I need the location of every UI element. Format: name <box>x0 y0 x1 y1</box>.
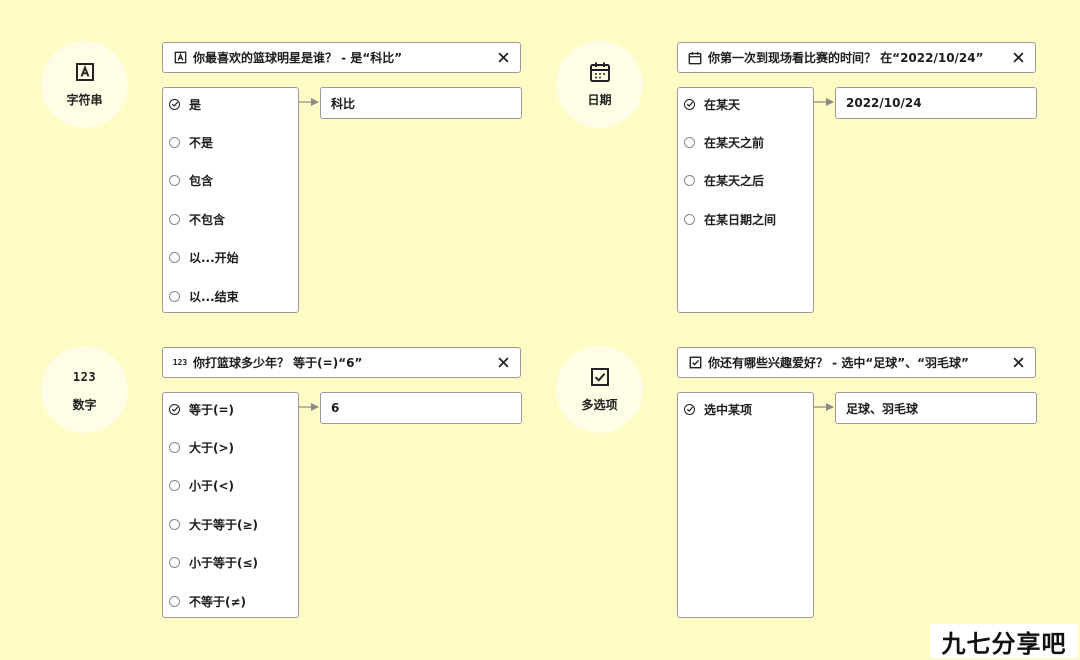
date-condition-group: 日期 你第一次到现场看比赛的时间？ 在“2022/10/24” 在某天在某天之前… <box>515 0 1037 313</box>
radio-checked-icon[interactable] <box>169 98 180 110</box>
radio-icon[interactable] <box>169 213 180 225</box>
numbers-icon: 123 <box>172 358 188 367</box>
operator-list: 在某天在某天之前在某天之后在某日期之间 <box>677 87 814 313</box>
operator-label: 大于等于(≥) <box>189 517 259 532</box>
operator-label: 不等于(≠) <box>189 594 247 609</box>
close-icon[interactable] <box>1011 356 1025 370</box>
operator-list: 等于(=) 大于(>) 小于(<) 大于等于(≥) 小于等于(≤) 不等于(≠) <box>162 392 299 618</box>
calendar-icon <box>688 51 702 65</box>
operator-option[interactable]: 在某天之后 <box>684 171 764 191</box>
multi-select-condition-group: 多选项 你还有哪些兴趣爱好？ - 选中“足球”、“羽毛球” 选中某项 足球、羽毛… <box>515 305 1037 618</box>
radio-icon[interactable] <box>169 557 180 569</box>
checkbox-icon <box>688 356 702 370</box>
operator-label: 大于(>) <box>189 440 235 455</box>
close-icon[interactable] <box>496 51 510 65</box>
question-bar[interactable]: 123 你打篮球多少年？ 等于(=)“6” <box>162 347 521 378</box>
number-type-badge: 123 数字 <box>41 346 128 433</box>
operator-option[interactable]: 不等于(≠) <box>169 591 246 611</box>
radio-checked-icon[interactable] <box>684 403 695 415</box>
numbers-icon: 123 <box>72 370 97 384</box>
operator-label: 在某天之前 <box>704 135 765 150</box>
string-type-badge: 字符串 <box>41 41 128 128</box>
type-label: 多选项 <box>581 398 618 412</box>
radio-checked-icon[interactable] <box>169 403 180 415</box>
close-icon[interactable] <box>496 356 510 370</box>
radio-icon[interactable] <box>169 441 180 453</box>
arrow-icon <box>814 98 834 106</box>
radio-icon[interactable] <box>169 480 180 492</box>
text-box-a-icon <box>173 51 187 65</box>
multi-type-badge: 多选项 <box>556 346 643 433</box>
radio-icon[interactable] <box>169 136 180 148</box>
question-text: 你第一次到现场看比赛的时间？ 在“2022/10/24” <box>708 51 984 65</box>
operator-label: 小于(<) <box>189 479 235 494</box>
operator-label: 在某日期之间 <box>704 212 777 227</box>
operator-option[interactable]: 大于(>) <box>169 437 234 457</box>
operator-option[interactable]: 小于(<) <box>169 476 234 496</box>
operator-label: 不是 <box>189 135 214 150</box>
close-icon[interactable] <box>1011 51 1025 65</box>
operator-label: 以...开始 <box>189 251 239 266</box>
radio-icon[interactable] <box>169 595 180 607</box>
radio-icon[interactable] <box>684 175 695 187</box>
operator-option[interactable]: 是 <box>169 94 201 114</box>
value-input[interactable]: 足球、羽毛球 <box>835 392 1037 424</box>
arrow-icon <box>299 403 319 411</box>
type-label: 字符串 <box>66 93 103 107</box>
type-label: 日期 <box>587 93 612 107</box>
operator-list: 是不是包含不包含以...开始以...结束 <box>162 87 299 313</box>
radio-icon[interactable] <box>684 136 695 148</box>
operator-label: 等于(=) <box>189 402 235 417</box>
operator-label: 在某天 <box>704 97 741 112</box>
text-box-a-icon <box>74 61 96 83</box>
question-text: 你还有哪些兴趣爱好？ - 选中“足球”、“羽毛球” <box>708 356 969 370</box>
operator-option[interactable]: 包含 <box>169 171 213 191</box>
radio-icon[interactable] <box>169 175 180 187</box>
operator-label: 以...结束 <box>189 289 239 304</box>
operator-option[interactable]: 在某天之前 <box>684 132 764 152</box>
operator-option[interactable]: 不包含 <box>169 209 225 229</box>
operator-label: 包含 <box>189 174 214 189</box>
type-label: 数字 <box>72 398 97 412</box>
radio-icon[interactable] <box>169 518 180 530</box>
operator-label: 是 <box>189 97 202 112</box>
question-text: 你最喜欢的篮球明星是谁？ - 是“科比” <box>193 51 403 65</box>
watermark-logo: 九七分享吧 <box>930 624 1078 658</box>
operator-option[interactable]: 大于等于(≥) <box>169 514 258 534</box>
operator-option[interactable]: 不是 <box>169 132 213 152</box>
operator-label: 小于等于(≤) <box>189 556 259 571</box>
string-condition-group: 字符串 你最喜欢的篮球明星是谁？ - 是“科比” 是不是包含不包含以...开始以… <box>0 0 522 313</box>
checkbox-icon <box>589 366 611 388</box>
operator-list: 选中某项 <box>677 392 814 618</box>
question-text: 你打篮球多少年？ 等于(=)“6” <box>193 356 363 370</box>
radio-icon[interactable] <box>684 213 695 225</box>
operator-label: 在某天之后 <box>704 174 765 189</box>
radio-icon[interactable] <box>169 290 180 302</box>
operator-option[interactable]: 选中某项 <box>684 399 752 419</box>
value-input[interactable]: 科比 <box>320 87 522 119</box>
radio-checked-icon[interactable] <box>684 98 695 110</box>
value-input[interactable]: 6 <box>320 392 522 424</box>
operator-option[interactable]: 小于等于(≤) <box>169 553 258 573</box>
operator-option[interactable]: 等于(=) <box>169 399 234 419</box>
question-bar[interactable]: 你最喜欢的篮球明星是谁？ - 是“科比” <box>162 42 521 73</box>
arrow-icon <box>814 403 834 411</box>
value-input[interactable]: 2022/10/24 <box>835 87 1037 119</box>
operator-label: 选中某项 <box>704 402 753 417</box>
operator-label: 不包含 <box>189 212 226 227</box>
operator-option[interactable]: 以...开始 <box>169 248 239 268</box>
operator-option[interactable]: 在某日期之间 <box>684 209 776 229</box>
date-type-badge: 日期 <box>556 41 643 128</box>
arrow-icon <box>299 98 319 106</box>
number-condition-group: 123 数字 123 你打篮球多少年？ 等于(=)“6” 等于(=) 大于(>) 小… <box>0 305 522 618</box>
question-bar[interactable]: 你第一次到现场看比赛的时间？ 在“2022/10/24” <box>677 42 1036 73</box>
question-bar[interactable]: 你还有哪些兴趣爱好？ - 选中“足球”、“羽毛球” <box>677 347 1036 378</box>
calendar-icon <box>589 61 611 83</box>
operator-option[interactable]: 以...结束 <box>169 286 239 306</box>
radio-icon[interactable] <box>169 252 180 264</box>
operator-option[interactable]: 在某天 <box>684 94 740 114</box>
